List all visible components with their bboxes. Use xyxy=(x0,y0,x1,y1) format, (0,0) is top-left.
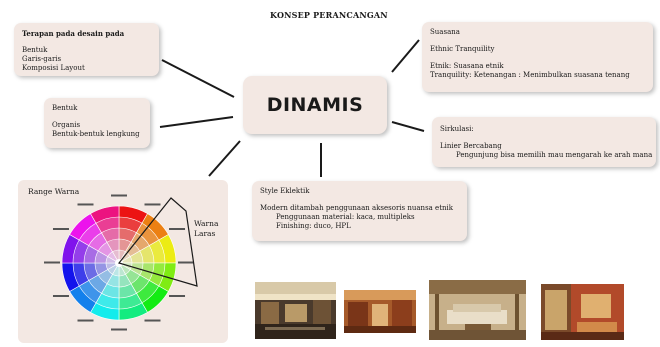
color-wheel-labels xyxy=(44,194,194,331)
color-wheel-label-mark xyxy=(144,203,161,206)
warna-laras-label: Laras xyxy=(194,229,216,238)
color-wheel-image xyxy=(61,205,177,321)
box-sirkulasi-line: Linier Bercabang xyxy=(440,142,502,150)
color-wheel-label-mark xyxy=(52,228,69,230)
photo-ethnic-shop xyxy=(344,290,416,333)
color-wheel-label-mark xyxy=(111,194,127,197)
box-style-line: Finishing: duco, HPL xyxy=(276,222,351,230)
box-bentuk: Bentuk Organis Bentuk-bentuk lengkung xyxy=(44,98,150,148)
box-terapan-item: Bentuk xyxy=(22,46,48,54)
range-warna-panel: Range Warna Warna Laras xyxy=(18,180,238,343)
box-terapan-item: Komposisi Layout xyxy=(22,64,85,72)
color-wheel-label-mark xyxy=(77,319,94,322)
color-wheel-label-mark xyxy=(169,295,186,297)
box-style-line: Modern ditambah penggunaan aksesoris nua… xyxy=(260,204,453,212)
range-warna-svg: Range Warna Warna Laras xyxy=(18,180,228,343)
box-terapan-item: Garis-garis xyxy=(22,55,62,63)
box-suasana: Suasana Ethnic Tranquility Etnik: Suasan… xyxy=(422,22,653,92)
box-style-line: Penggunaan material: kaca, multipleks xyxy=(276,213,415,221)
connector-range-warna xyxy=(208,140,241,177)
connector-sirkulasi xyxy=(391,121,425,132)
box-bentuk-item: Bentuk-bentuk lengkung xyxy=(52,130,140,138)
box-suasana-line: Etnik: Suasana etnik xyxy=(430,62,504,70)
photo-ethnic-room xyxy=(541,284,624,340)
photo-lobby-interior xyxy=(255,282,336,339)
box-sirkulasi-heading: Sirkulasi: xyxy=(440,125,474,133)
color-wheel-label-mark xyxy=(169,228,186,230)
box-bentuk-item: Organis xyxy=(52,121,81,129)
box-terapan: Terapan pada desain pada Bentuk Garis-ga… xyxy=(14,23,159,76)
connector-bentuk xyxy=(159,116,234,128)
box-sirkulasi: Sirkulasi: Linier Bercabang Pengunjung b… xyxy=(432,117,656,167)
center-node-dinamis: DINAMIS xyxy=(243,76,387,134)
box-terapan-heading: Terapan pada desain pada xyxy=(22,29,125,38)
color-wheel-label-mark xyxy=(144,319,161,322)
page-title: KONSEP PERANCANGAN xyxy=(270,10,388,20)
connector-terapan xyxy=(161,59,235,98)
color-wheel-label-mark xyxy=(178,261,194,264)
box-sirkulasi-line: Pengunjung bisa memilih mau mengarah ke … xyxy=(456,151,653,159)
box-suasana-line: Ethnic Tranquility xyxy=(430,45,495,53)
photo-living-room xyxy=(429,280,526,340)
connector-suasana xyxy=(391,39,420,73)
color-wheel-label-mark xyxy=(111,328,127,331)
box-suasana-heading: Suasana xyxy=(430,28,460,36)
box-style-heading: Style Eklektik xyxy=(260,187,310,195)
warna-laras-triangle xyxy=(117,197,198,287)
color-wheel-label-mark xyxy=(44,261,60,264)
color-wheel-label-mark xyxy=(77,203,94,206)
warna-laras-label: Warna xyxy=(194,219,219,228)
range-warna-heading: Range Warna xyxy=(28,187,80,196)
box-style: Style Eklektik Modern ditambah penggunaa… xyxy=(252,181,467,241)
color-wheel-label-mark xyxy=(52,295,69,297)
box-suasana-line: Tranquility: Ketenangan : Menimbulkan su… xyxy=(430,71,630,79)
box-bentuk-heading: Bentuk xyxy=(52,104,78,112)
